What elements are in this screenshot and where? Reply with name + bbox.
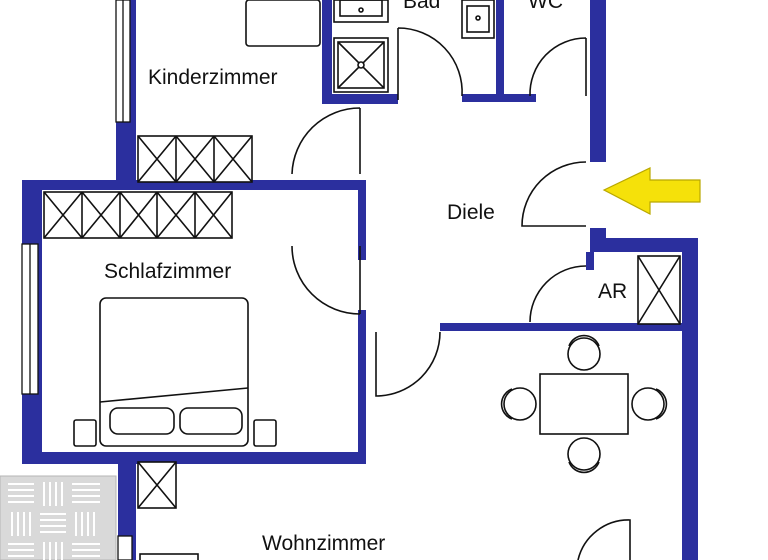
dining-table <box>539 373 629 435</box>
balcony-tiles <box>0 475 117 560</box>
entrance-arrow-icon <box>602 167 701 215</box>
wall-bad-wc <box>496 0 504 100</box>
nightstand-right <box>253 419 277 447</box>
closets <box>43 135 681 509</box>
room-label-ar: AR <box>598 280 627 303</box>
room-label-schlafzimmer: Schlafzimmer <box>104 260 231 283</box>
door-schlaf <box>291 245 361 315</box>
door-wohn <box>375 331 441 397</box>
door-ar <box>529 265 587 323</box>
room-label-diele: Diele <box>447 201 495 224</box>
closet-ar <box>637 255 681 325</box>
wall-schlaf-bottom <box>22 452 366 464</box>
sink-wc <box>461 0 495 39</box>
doors <box>291 27 631 560</box>
wall-schlaf-right-top <box>358 180 366 260</box>
door-bad <box>397 27 463 100</box>
chair-right <box>631 387 668 421</box>
wall-ar-top <box>590 238 696 252</box>
windows <box>21 0 133 560</box>
room-label-wc: WC <box>528 0 563 13</box>
nightstand-left <box>73 419 97 447</box>
pillow-left <box>109 407 175 435</box>
wall-ar-right <box>682 238 698 560</box>
closet-wohn <box>137 461 177 509</box>
wall-bad-bottom <box>322 94 398 104</box>
wall-ar-left <box>586 252 594 270</box>
bath-fixtures <box>333 0 495 93</box>
wall-wc-right <box>590 0 606 162</box>
chair-left <box>500 387 537 421</box>
room-label-kinderzimmer: Kinderzimmer <box>148 66 278 89</box>
pillow-right <box>179 407 243 435</box>
bed <box>73 297 277 447</box>
desk-kinder <box>245 0 321 47</box>
wall-kinder-bottom <box>22 180 360 190</box>
shower-tray <box>333 37 389 93</box>
door-kinder <box>291 107 361 175</box>
chair-top <box>567 334 601 371</box>
wall-wohn-left <box>118 452 136 560</box>
door-entry <box>521 161 587 227</box>
door-wohn-bottom <box>577 519 631 560</box>
closet-schlaf <box>43 191 233 239</box>
window-wohn <box>117 535 133 560</box>
chair-bottom <box>567 437 601 474</box>
sink-bad <box>333 0 389 23</box>
walls <box>22 0 698 560</box>
wall-wohn-top <box>440 323 686 331</box>
dining-set <box>500 334 668 474</box>
room-label-wohnzimmer: Wohnzimmer <box>262 532 385 555</box>
wall-schlaf-right-bottom <box>358 310 366 464</box>
sideboard-wohn <box>139 553 199 560</box>
door-wc <box>529 37 587 97</box>
wall-bad-left <box>322 0 332 100</box>
closet-kinder <box>137 135 253 183</box>
room-label-bad: Bad <box>403 0 440 13</box>
